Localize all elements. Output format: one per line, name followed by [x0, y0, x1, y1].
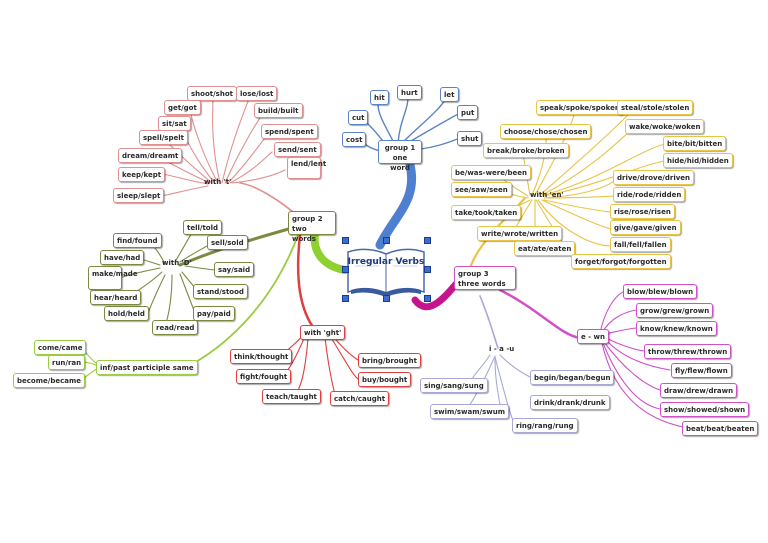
verb-node[interactable]: hurt [397, 85, 422, 100]
verb-node[interactable]: speak/spoke/spoken [536, 100, 624, 115]
verb-node[interactable]: build/built [254, 103, 303, 118]
verb-node[interactable]: ring/rang/rung [512, 418, 578, 433]
verb-node[interactable]: teach/taught [262, 389, 321, 404]
verb-node[interactable]: run/ran [48, 355, 86, 370]
verb-node[interactable]: have/had [100, 250, 145, 265]
group1-node[interactable]: group 1 one word [378, 140, 422, 172]
verb-node[interactable]: show/showed/shown [660, 402, 750, 417]
verb-node[interactable]: make/made [88, 266, 138, 290]
verb-node[interactable]: fight/fought [236, 369, 292, 384]
verb-node[interactable]: shut [457, 131, 483, 146]
verb-node[interactable]: drive/drove/driven [613, 170, 695, 185]
verb-node[interactable]: fly/flew/flown [671, 363, 732, 378]
subgroup-i-a-u[interactable]: i - a -u [489, 345, 515, 353]
group2-node[interactable]: group 2 two words [288, 211, 336, 243]
subgroup-with-ght[interactable]: with 'ght' [300, 325, 346, 340]
verb-node[interactable]: pay/paid [193, 306, 235, 321]
resize-handle-top[interactable] [383, 237, 390, 244]
resize-handle-top-right[interactable] [424, 237, 431, 244]
verb-node[interactable]: rise/rose/risen [610, 204, 675, 219]
verb-node[interactable]: draw/drew/drawn [660, 383, 738, 398]
verb-node[interactable]: beat/beat/beaten [682, 421, 759, 436]
verb-node[interactable]: begin/began/begun [530, 370, 615, 385]
resize-handle-right[interactable] [424, 266, 431, 273]
subgroup-same[interactable]: inf/past participle same [96, 360, 198, 375]
verb-node[interactable]: blow/blew/blown [623, 284, 698, 299]
verb-node[interactable]: keep/kept [118, 167, 166, 182]
subgroup-with-d[interactable]: with 'D' [162, 259, 192, 267]
verb-node[interactable]: shoot/shot [187, 86, 237, 101]
verb-node[interactable]: fall/fell/fallen [610, 237, 671, 252]
verb-node[interactable]: come/came [34, 340, 87, 355]
verb-node[interactable]: lend/lent [287, 157, 326, 179]
central-title: Irregular Verbs [347, 257, 425, 267]
verb-node[interactable]: put [457, 105, 479, 120]
verb-node[interactable]: see/saw/seen [451, 182, 512, 197]
verb-node[interactable]: take/took/taken [451, 205, 522, 220]
verb-node[interactable]: swim/swam/swum [430, 404, 510, 419]
branch-group1 [375, 160, 417, 250]
verb-node[interactable]: lose/lost [236, 86, 278, 101]
verb-node[interactable]: hear/heard [90, 290, 142, 305]
verb-node[interactable]: hit [370, 90, 389, 105]
resize-handle-top-left[interactable] [342, 237, 349, 244]
verb-node[interactable]: sing/sang/sung [420, 378, 488, 393]
verb-node[interactable]: stand/stood [193, 284, 248, 299]
verb-node[interactable]: give/gave/given [610, 220, 681, 235]
verb-node[interactable]: hide/hid/hidden [663, 153, 733, 168]
verb-node[interactable]: grow/grew/grown [636, 303, 714, 318]
verb-node[interactable]: steal/stole/stolen [617, 100, 694, 115]
verb-node[interactable]: sell/sold [207, 235, 248, 250]
verb-node[interactable]: dream/dreamt [118, 148, 183, 163]
resize-handle-bottom-right[interactable] [424, 295, 431, 302]
verb-node[interactable]: think/thought [230, 349, 293, 364]
verb-node[interactable]: write/wrote/written [477, 226, 563, 241]
verb-node[interactable]: say/said [214, 262, 255, 277]
verb-node[interactable]: drink/drank/drunk [530, 395, 610, 410]
verb-node[interactable]: wake/woke/woken [625, 119, 705, 134]
verb-node[interactable]: cost [342, 132, 367, 147]
verb-node[interactable]: become/became [13, 373, 85, 388]
resize-handle-left[interactable] [342, 266, 349, 273]
verb-node[interactable]: eat/ate/eaten [514, 241, 576, 256]
verb-node[interactable]: bring/brought [358, 353, 422, 368]
subgroup-with-t[interactable]: with 't' [204, 178, 232, 186]
verb-node[interactable]: buy/bought [358, 372, 412, 387]
verb-node[interactable]: know/knew/known [636, 321, 717, 336]
verb-node[interactable]: sleep/slept [113, 188, 165, 203]
verb-node[interactable]: send/sent [274, 142, 321, 157]
group3-node[interactable]: group 3 three words [454, 266, 516, 290]
verb-node[interactable]: spell/spelt [139, 130, 188, 145]
resize-handle-bottom[interactable] [383, 295, 390, 302]
verb-node[interactable]: tell/told [183, 220, 223, 235]
verb-node[interactable]: let [440, 87, 459, 102]
verb-node[interactable]: spend/spent [261, 124, 318, 139]
verb-node[interactable]: hold/held [104, 306, 149, 321]
verb-node[interactable]: read/read [152, 320, 199, 335]
verb-node[interactable]: bite/bit/bitten [663, 136, 727, 151]
subgroup-e-wn[interactable]: e - wn [577, 329, 609, 344]
verb-node[interactable]: get/got [164, 100, 201, 115]
verb-node[interactable]: forget/forgot/forgotten [571, 254, 671, 269]
verb-node[interactable]: break/broke/broken [483, 143, 569, 158]
resize-handle-bottom-left[interactable] [342, 295, 349, 302]
verb-node[interactable]: catch/caught [330, 391, 390, 406]
central-topic[interactable]: Irregular Verbs [342, 237, 431, 302]
verb-node[interactable]: cut [348, 110, 369, 125]
verb-node[interactable]: find/found [113, 233, 162, 248]
open-book-icon [347, 248, 425, 297]
verb-node[interactable]: be/was-were/been [451, 165, 532, 180]
verb-node[interactable]: ride/rode/ridden [613, 187, 686, 202]
verb-node[interactable]: sit/sat [158, 116, 191, 131]
verb-node[interactable]: choose/chose/chosen [500, 124, 592, 139]
verb-node[interactable]: throw/threw/thrown [644, 344, 732, 359]
subgroup-with-en[interactable]: with 'en' [530, 191, 564, 199]
